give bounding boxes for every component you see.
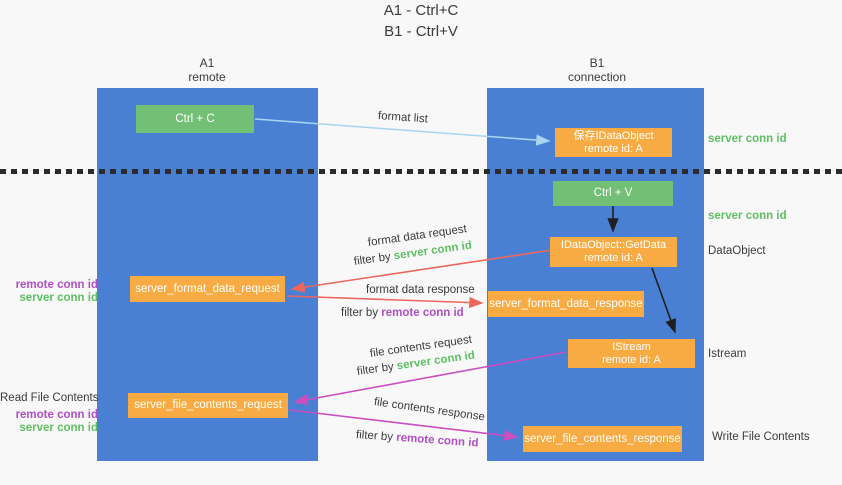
column-b1-role: connection (567, 70, 627, 84)
read-file-contents-annotation: Read File Contents (0, 392, 99, 404)
server-conn-id-annotation-top: server conn id (708, 133, 787, 145)
server-file-contents-request-node: server_file_contents_request (128, 393, 288, 418)
format-data-response-label: format data response (366, 284, 475, 296)
ctrl-c-node: Ctrl + C (136, 105, 254, 133)
column-header-a1: A1 remote (137, 56, 277, 84)
server-format-data-request-label: server_format_data_request (135, 282, 280, 295)
save-idataobject-node: 保存IDataObject remote id: A (555, 128, 672, 157)
server-format-data-response-node: server_format_data_response (488, 291, 644, 317)
filter-by-text: filter by (356, 360, 395, 378)
server-file-contents-request-label: server_file_contents_request (134, 399, 282, 411)
server-conn-id-annotation-left-2: server conn id (19, 422, 98, 434)
server-conn-id-annotation-mid: server conn id (708, 210, 787, 222)
ctrl-v-node: Ctrl + V (553, 181, 673, 206)
ctrl-v-label: Ctrl + V (593, 187, 633, 199)
istream-node: IStream remote id: A (568, 339, 695, 368)
column-a1-name: A1 (199, 56, 215, 70)
title-line-1: A1 - Ctrl+C (383, 2, 459, 19)
istream-annotation: Istream (708, 348, 747, 360)
save-idataobject-line2: remote id: A (584, 142, 643, 155)
format-list-label: format list (377, 110, 429, 126)
write-file-contents-annotation: Write File Contents (712, 431, 810, 443)
column-a1-role: remote (188, 70, 226, 84)
filter-by-remote-conn-id-label-1: filter by remote conn id (341, 307, 464, 319)
istream-line1: IStream (612, 340, 651, 353)
column-header-b1: B1 connection (527, 56, 667, 84)
filter-by-remote-conn-id-label-2: filter by remote conn id (356, 429, 479, 450)
title-line-2: B1 - Ctrl+V (384, 23, 458, 40)
istream-line2: remote id: A (602, 353, 661, 366)
dotted-separator-line (0, 169, 842, 174)
remote-conn-id-text: remote conn id (395, 431, 479, 450)
filter-by-text: filter by (355, 429, 394, 444)
save-idataobject-line1: 保存IDataObject (573, 129, 654, 142)
ctrl-c-label: Ctrl + C (175, 112, 215, 125)
server-format-data-response-label: server_format_data_response (489, 297, 643, 310)
getdata-line2: remote id: A (584, 252, 643, 264)
diagram-title: A1 - Ctrl+C B1 - Ctrl+V (0, 0, 842, 42)
column-b1-name: B1 (589, 56, 605, 70)
server-format-data-request-node: server_format_data_request (130, 276, 285, 302)
server-file-contents-response-node: server_file_contents_response (523, 426, 682, 452)
dataobject-annotation: DataObject (708, 245, 766, 257)
remote-conn-id-text: remote conn id (381, 307, 464, 319)
getdata-line1: IDataObject::GetData (560, 239, 667, 251)
idataobject-getdata-node: IDataObject::GetData remote id: A (550, 237, 677, 267)
remote-conn-id-annotation-left-1: remote conn id (15, 279, 98, 291)
server-file-contents-response-label: server_file_contents_response (524, 432, 681, 445)
file-contents-response-label: file contents response (373, 396, 486, 424)
filter-by-text: filter by (353, 250, 392, 268)
remote-conn-id-annotation-left-2: remote conn id (15, 409, 98, 421)
server-conn-id-annotation-left-1: server conn id (19, 292, 98, 304)
filter-by-text: filter by (341, 307, 379, 319)
